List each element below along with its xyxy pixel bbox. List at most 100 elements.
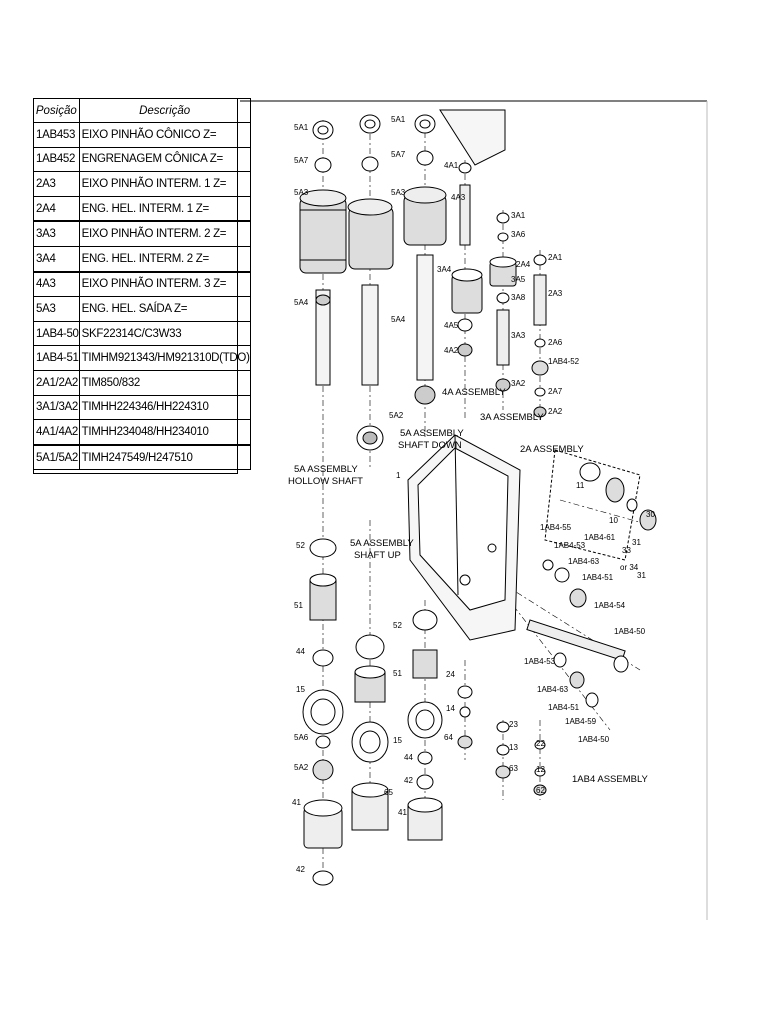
cell-position: 5A1/5A2	[33, 443, 80, 471]
assembly-2a	[531, 254, 549, 418]
part-label: 5A1	[391, 115, 406, 124]
part-label: 5A2	[389, 411, 404, 420]
part-label: 1AB4-59	[565, 717, 597, 726]
part-label: 5A7	[294, 156, 309, 165]
part-label: 2A3	[548, 289, 563, 298]
part-label: 3A1	[511, 211, 526, 220]
part-label: 1AB4-51	[582, 573, 614, 582]
part-label: 51	[393, 669, 402, 678]
part-label: 3A2	[511, 379, 526, 388]
part-label: 24	[446, 670, 455, 679]
part-label: 4A1	[444, 161, 459, 170]
part-label: 4A2	[444, 346, 459, 355]
part-label: 1	[396, 471, 401, 480]
part-label: 5A3	[294, 188, 309, 197]
diagram-border	[240, 100, 708, 920]
cell-description: ENG. HEL. SAÍDA Z=	[78, 296, 251, 322]
label-5a-hollow-2: HOLLOW SHAFT	[288, 476, 363, 487]
part-label: 3A8	[511, 293, 526, 302]
lower-middle-stacks	[351, 609, 443, 841]
part-label: 1AB4-50	[614, 627, 646, 636]
part-label: 1AB4-53	[554, 541, 586, 550]
cell-description: ENGRENAGEM CÔNICA Z=	[78, 146, 251, 173]
lower-right-stacks	[457, 685, 547, 796]
part-label: 41	[292, 798, 301, 807]
cell-position: 3A3	[33, 220, 80, 247]
label-3a: 3A ASSEMBLY	[480, 412, 544, 423]
label-5a-up-1: 5A ASSEMBLY	[350, 538, 414, 549]
cell-description: EIXO PINHÃO INTERM. 2 Z=	[78, 220, 251, 247]
cell-description: TIMHH234048/HH234010	[78, 419, 251, 446]
part-label: 23	[509, 720, 518, 729]
part-label: 10	[609, 516, 618, 525]
cell-position: 5A3	[33, 296, 80, 322]
cell-position: 2A4	[33, 195, 80, 222]
part-label: 5A2	[294, 763, 309, 772]
cell-description: ENG. HEL. INTERM. 1 Z=	[78, 195, 251, 222]
part-label: 44	[296, 647, 305, 656]
part-label: 42	[404, 776, 413, 785]
assembly-labels: 5A ASSEMBLY HOLLOW SHAFT 5A ASSEMBLY SHA…	[288, 387, 649, 785]
part-label: 3A4	[437, 265, 452, 274]
cell-position: 2A3	[33, 171, 80, 197]
part-label: 5A6	[294, 733, 309, 742]
label-5a-hollow-1: 5A ASSEMBLY	[294, 464, 358, 475]
cell-position: 4A1/4A2	[33, 419, 80, 446]
part-label: 52	[296, 541, 305, 550]
cell-description: EIXO PINHÃO INTERM. 3 Z=	[78, 270, 251, 298]
part-labels: 5A1 5A1 5A7 5A7 5A3 5A3 5A4 5A4 5A2 4A1 …	[292, 115, 655, 874]
part-label: or 34	[620, 563, 639, 572]
gearbox-housing	[407, 109, 521, 641]
part-label: 41	[398, 808, 407, 817]
part-label: 3A6	[511, 230, 526, 239]
assembly-4a	[451, 162, 483, 357]
part-label: 51	[294, 601, 303, 610]
cell-description: TIM850/832	[78, 369, 251, 396]
label-2a: 2A ASSEMBLY	[520, 444, 584, 455]
label-1ab4: 1AB4 ASSEMBLY	[572, 774, 649, 785]
cell-description: TIMHH224346/HH224310	[78, 394, 251, 421]
part-label: 5A7	[391, 150, 406, 159]
header-position: Posição	[33, 98, 80, 123]
cell-position: 1AB4-51	[33, 345, 80, 371]
part-label: 15	[393, 736, 402, 745]
third-shaft-stack	[403, 114, 447, 405]
hollow-shaft-stack	[299, 120, 347, 386]
shaft-down-stack	[347, 114, 394, 451]
part-label: 1AB4-55	[540, 523, 572, 532]
lower-left-stack	[302, 538, 344, 886]
part-label: 42	[296, 865, 305, 874]
cell-position: 3A1/3A2	[33, 394, 80, 421]
part-label: 44	[404, 753, 413, 762]
cell-description: EIXO PINHÃO INTERM. 1 Z=	[78, 171, 251, 197]
cell-description: SKF22314C/C3W33	[78, 320, 251, 347]
table-header-row: Posição Descrição	[33, 98, 251, 123]
part-label: 22	[536, 739, 545, 748]
part-label: 2A4	[516, 260, 531, 269]
part-label: 2A7	[548, 387, 563, 396]
label-5a-up-2: SHAFT UP	[354, 550, 401, 561]
cell-description: TIMHM921343/HM921310D(TDO)	[78, 345, 251, 371]
cell-position: 1AB452	[33, 146, 80, 173]
part-label: 65	[384, 788, 393, 797]
part-label: 30	[646, 510, 655, 519]
part-label: 1AB4-50	[578, 735, 610, 744]
part-label: 1AB4-54	[594, 601, 626, 610]
header-description: Descrição	[78, 98, 251, 123]
part-label: 33	[622, 546, 631, 555]
part-label: 5A4	[294, 298, 309, 307]
part-label: 1AB4-63	[568, 557, 600, 566]
